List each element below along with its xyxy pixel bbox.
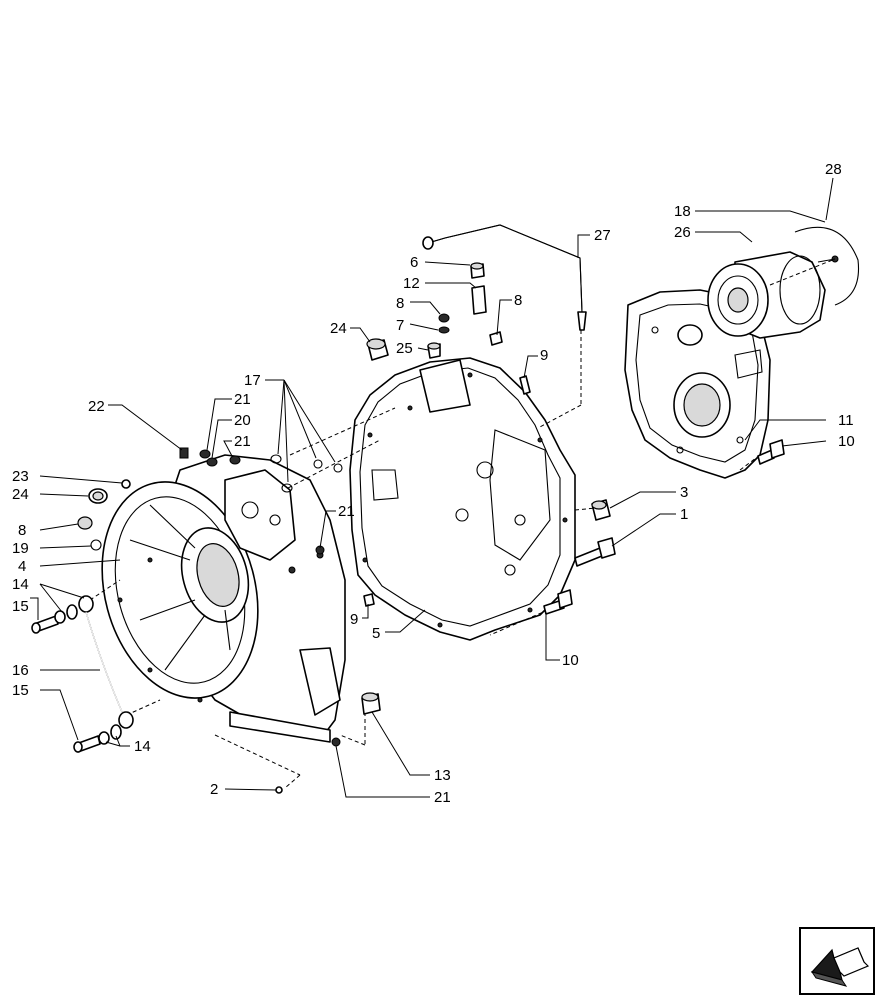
callout-21-a: 21 <box>234 391 251 408</box>
callout-27: 27 <box>594 227 611 244</box>
callout-24-left: 24 <box>12 486 29 503</box>
callout-15-top: 15 <box>12 598 29 615</box>
callout-8-left: 8 <box>18 522 26 539</box>
callout-20: 20 <box>234 412 251 429</box>
callout-1: 1 <box>680 506 688 523</box>
callout-24-top: 24 <box>330 320 347 337</box>
callout-21-b: 21 <box>234 433 251 450</box>
callout-25: 25 <box>396 340 413 357</box>
callout-2: 2 <box>210 781 218 798</box>
callout-18: 18 <box>674 203 691 220</box>
output-cylinder <box>707 251 839 339</box>
callout-13: 13 <box>434 767 451 784</box>
leader-lines <box>30 177 834 798</box>
callout-17: 17 <box>244 372 261 389</box>
callout-9-center: 9 <box>350 611 358 628</box>
callout-8-right: 8 <box>514 292 522 309</box>
callout-19: 19 <box>12 540 29 557</box>
callout-15-bottom: 15 <box>12 682 29 699</box>
callout-6: 6 <box>410 254 418 271</box>
callout-12: 12 <box>403 275 420 292</box>
callout-26: 26 <box>674 224 691 241</box>
callout-11: 11 <box>838 412 854 429</box>
callout-5: 5 <box>372 625 380 642</box>
callout-28: 28 <box>825 161 842 178</box>
callout-labels: 28 18 26 27 6 12 8 8 7 24 25 9 17 22 21 … <box>12 161 855 806</box>
callout-8-top: 8 <box>396 295 404 312</box>
lube-tube <box>427 224 583 313</box>
callout-7: 7 <box>396 317 404 334</box>
callout-16: 16 <box>12 662 29 679</box>
rear-housing <box>624 289 771 479</box>
callout-10-right: 10 <box>838 433 855 450</box>
callout-21-c: 21 <box>338 503 355 520</box>
o-ring-seal <box>794 226 860 306</box>
callout-23: 23 <box>12 468 29 485</box>
callout-4: 4 <box>18 558 26 575</box>
callout-9-top: 9 <box>540 347 548 364</box>
callout-3: 3 <box>680 484 688 501</box>
callout-14-bottom: 14 <box>134 738 151 755</box>
callout-22: 22 <box>88 398 105 415</box>
next-page-arrow-icon[interactable] <box>799 927 875 995</box>
callout-10-center: 10 <box>562 652 579 669</box>
main-gear-case <box>349 357 576 641</box>
callout-21-d: 21 <box>434 789 451 806</box>
bell-housing <box>101 454 346 743</box>
callout-14-top: 14 <box>12 576 29 593</box>
